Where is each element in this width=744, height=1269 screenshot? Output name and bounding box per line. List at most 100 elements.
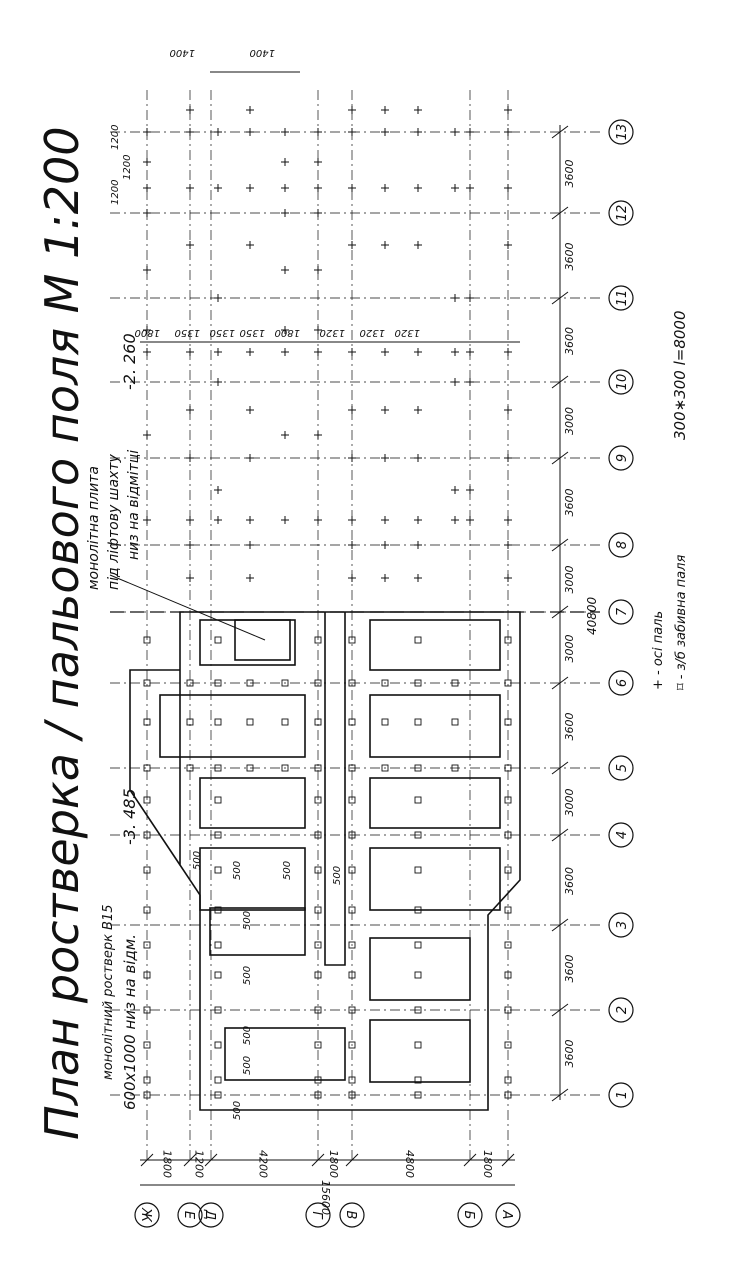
grillage-note-line2: 600х1000 низ на відм.	[121, 934, 139, 1110]
pile	[246, 679, 254, 687]
axis-cross	[246, 106, 254, 114]
axis-cross	[466, 486, 474, 494]
axis-cross	[451, 378, 459, 386]
axis-cross	[246, 516, 254, 524]
pile	[348, 1006, 356, 1014]
row-dim-5: 1800	[275, 327, 300, 338]
svg-text:Д: Д	[202, 1209, 217, 1220]
pile	[314, 679, 322, 687]
axis-cross	[281, 348, 289, 356]
pile	[214, 831, 222, 839]
pile	[504, 1076, 512, 1084]
pile	[348, 866, 356, 874]
pile	[451, 718, 459, 726]
axis-cross	[466, 348, 474, 356]
axis-cross	[451, 294, 459, 302]
slab-leader	[109, 574, 266, 641]
local-dim-500-8: 500	[242, 966, 253, 985]
pile	[246, 718, 254, 726]
axis-cross	[504, 574, 512, 582]
axis-cross	[466, 294, 474, 302]
axis-cross	[214, 516, 222, 524]
axis-bubble-2: 2	[608, 997, 634, 1023]
pile	[314, 796, 322, 804]
grillage-opening-9	[369, 777, 501, 829]
pile	[246, 764, 254, 772]
span-letter-dim-5: 4800	[403, 1150, 416, 1178]
span-letter-dim-2: 1200	[193, 1150, 206, 1178]
pile	[186, 718, 194, 726]
pile	[143, 941, 151, 949]
axis-cross	[143, 128, 151, 136]
axis-cross	[314, 158, 322, 166]
axis-cross	[246, 541, 254, 549]
span-dim-4: 3000	[563, 789, 576, 817]
axis-cross	[451, 486, 459, 494]
dim-tick	[463, 1153, 477, 1167]
svg-text:11: 11	[615, 290, 630, 307]
axis-cross	[186, 541, 194, 549]
axis-cross	[414, 348, 422, 356]
axis-bubble-12: 12	[608, 200, 634, 226]
pile	[504, 764, 512, 772]
dim-tick	[551, 605, 569, 619]
pile	[504, 636, 512, 644]
axis-cross	[281, 266, 289, 274]
pile	[314, 636, 322, 644]
row-dim-1: 1800	[135, 327, 160, 338]
axis-cross	[451, 516, 459, 524]
axis-bubble-8: 8	[608, 532, 634, 558]
pile	[314, 906, 322, 914]
axis-bubble-В: В	[339, 1202, 365, 1228]
pile	[414, 796, 422, 804]
span-dim-3: 3600	[563, 867, 576, 895]
grillage-opening-10	[369, 847, 501, 911]
pile	[348, 1091, 356, 1099]
axis-bubble-А: А	[495, 1202, 521, 1228]
axis-cross	[466, 184, 474, 192]
dim-tick	[551, 828, 569, 842]
pile	[451, 764, 459, 772]
axis-cross	[246, 241, 254, 249]
dim-tick	[501, 1153, 515, 1167]
axis-cross	[186, 348, 194, 356]
span-dim-12: 3600	[563, 160, 576, 188]
axis-bubble-Ж: Ж	[134, 1202, 160, 1228]
dim-tick	[551, 538, 569, 552]
axis-cross	[246, 184, 254, 192]
pile	[214, 941, 222, 949]
pile	[314, 1091, 322, 1099]
pile	[214, 718, 222, 726]
axis-cross	[504, 241, 512, 249]
grillage-bump	[129, 669, 181, 866]
pile	[504, 679, 512, 687]
axis-cross	[451, 128, 459, 136]
pile	[143, 971, 151, 979]
top-dim-1: 1400	[170, 47, 195, 58]
pile	[381, 764, 389, 772]
pile	[414, 764, 422, 772]
grillage-opening-4	[199, 847, 306, 911]
axis-cross	[214, 486, 222, 494]
span-dim-9: 3000	[563, 407, 576, 435]
grillage-contour	[179, 611, 521, 1111]
pile	[348, 764, 356, 772]
axis-cross	[314, 209, 322, 217]
pile	[414, 971, 422, 979]
axis-cross	[381, 406, 389, 414]
span-dim-2: 3600	[563, 955, 576, 983]
central-beam-strip	[324, 612, 346, 966]
axis-cross	[214, 184, 222, 192]
axis-cross	[414, 184, 422, 192]
axis-cross	[281, 431, 289, 439]
top-dim-2: 1400	[250, 47, 275, 58]
axis-cross	[186, 406, 194, 414]
local-dim-500-5: 500	[242, 1056, 253, 1075]
pile	[414, 941, 422, 949]
span-dim-11: 3600	[563, 243, 576, 271]
grillage-opening-1	[199, 619, 296, 666]
legend-axes: + - осі паль	[651, 611, 666, 690]
pile	[504, 906, 512, 914]
span-dim-8: 3600	[563, 489, 576, 517]
pile	[143, 796, 151, 804]
